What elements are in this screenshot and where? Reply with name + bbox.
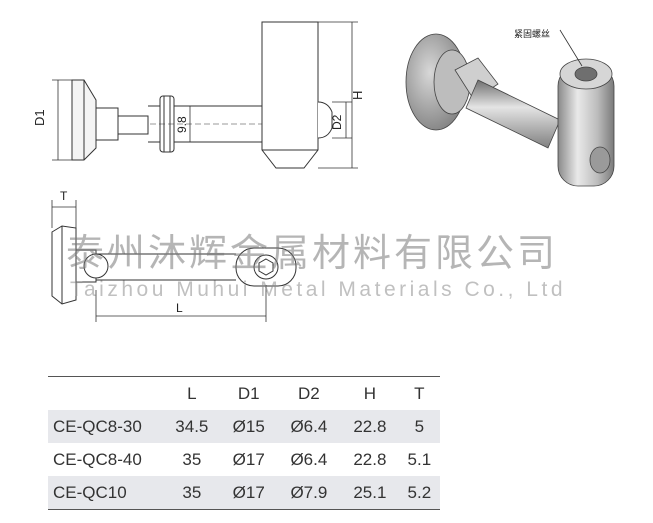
front-view xyxy=(71,21,333,169)
side-view-dimensions xyxy=(51,200,267,322)
cell-t: 5 xyxy=(398,410,440,443)
isometric-view xyxy=(405,29,615,187)
cell-d2: Ø6.4 xyxy=(290,449,328,469)
cell-d2: Ø7.9 xyxy=(276,476,342,510)
technical-drawing: D1 9.8 H D2 T L xyxy=(32,21,615,322)
table-row: CE-QC8-30 34.5 Ø15 Ø6.4 22.8 5 xyxy=(48,410,440,443)
cell-d1: Ø17 xyxy=(220,476,277,510)
front-view-dimensions xyxy=(52,21,358,169)
cell-model: CE-QC8-40 xyxy=(53,449,142,469)
dim-l-label: L xyxy=(176,301,183,315)
dim-d1-label: D1 xyxy=(32,109,47,126)
dim-h-label: H xyxy=(350,91,365,100)
watermark-company-chinese: 泰州沐辉金属材料有限公司 xyxy=(66,231,559,275)
header-h: H xyxy=(341,376,399,410)
dim-pin-label: 9.8 xyxy=(175,116,189,133)
set-screw-callout: 紧固螺丝 xyxy=(514,30,551,40)
header-model xyxy=(48,376,163,410)
cell-h: 22.8 xyxy=(353,449,387,469)
cell-model: CE-QC8-30 xyxy=(48,410,163,443)
cell-d2: Ø6.4 xyxy=(276,410,342,443)
cell-l: 35 xyxy=(182,449,202,469)
cell-d1: Ø15 xyxy=(220,410,277,443)
cell-d1: Ø17 xyxy=(232,449,265,469)
dim-t-label: T xyxy=(60,189,68,203)
header-l: L xyxy=(163,376,221,410)
dim-d2-label: D2 xyxy=(330,114,344,130)
watermark-company-english: Taizhou Muhui Metal Materials Co., Ltd xyxy=(70,278,566,301)
header-t: T xyxy=(398,376,440,410)
table-row: CE-QC10 35 Ø17 Ø7.9 25.1 5.2 xyxy=(48,476,440,510)
cell-l: 35 xyxy=(163,476,221,510)
cell-model: CE-QC10 xyxy=(48,476,163,510)
cell-t: 5.1 xyxy=(407,449,432,469)
table-header-row: L D1 D2 H T xyxy=(48,376,440,410)
specification-table: L D1 D2 H T CE-QC8-30 34.5 Ø15 Ø6.4 22.8… xyxy=(48,376,440,510)
header-d2: D2 xyxy=(276,376,342,410)
side-view xyxy=(51,225,297,305)
cell-h: 22.8 xyxy=(341,410,399,443)
table-row: CE-QC8-40 35 Ø17 Ø6.4 22.8 5.1 xyxy=(48,443,440,476)
cell-t: 5.2 xyxy=(398,476,440,510)
cell-l: 34.5 xyxy=(163,410,221,443)
cell-h: 25.1 xyxy=(341,476,399,510)
header-d1: D1 xyxy=(220,376,277,410)
